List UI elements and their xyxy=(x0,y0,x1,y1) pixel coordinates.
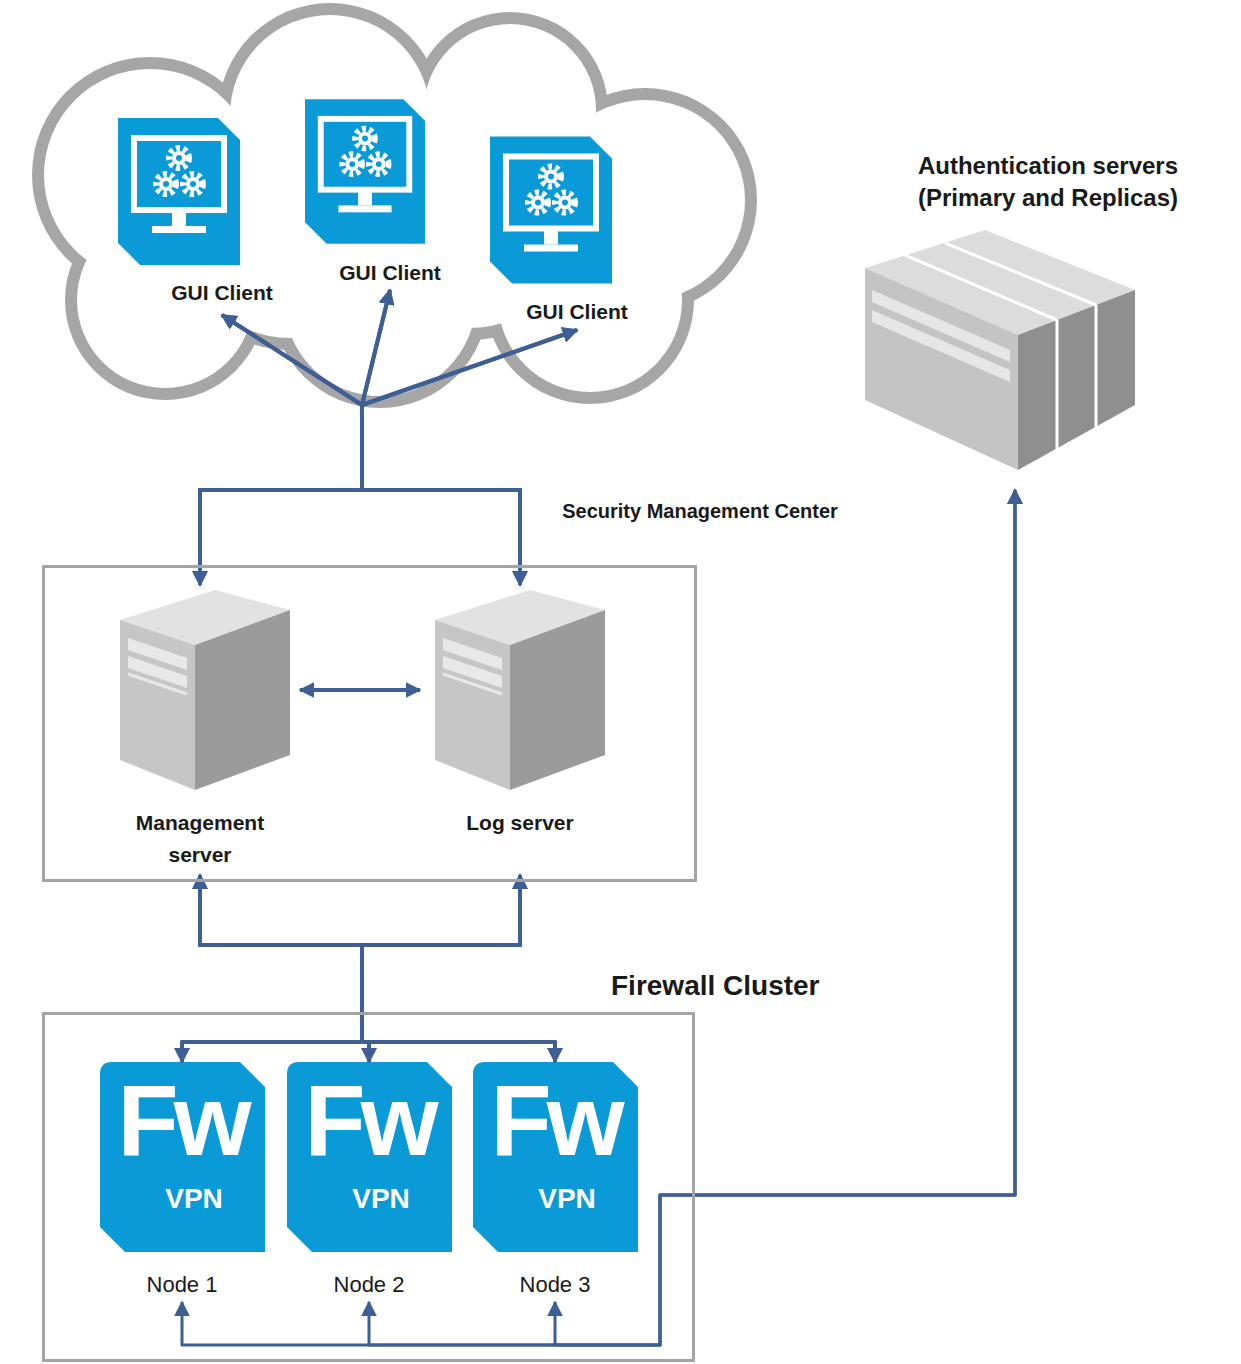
server-tower xyxy=(435,590,605,790)
node-label: Node 2 xyxy=(284,1272,454,1298)
management-server: Management server xyxy=(100,585,300,875)
connector xyxy=(182,490,1015,1345)
connector xyxy=(362,290,520,585)
gui-client-box: GUI Client xyxy=(120,115,324,315)
firewall-node: FwVPNNode 3 xyxy=(470,1062,640,1302)
connector xyxy=(362,330,577,585)
node-label: Firewall Cluster xyxy=(611,969,931,1003)
gui-client-box: GUI Client xyxy=(477,132,677,330)
gui-icon xyxy=(118,118,240,265)
firewall-node: FwVPNNode 2 xyxy=(284,1062,454,1302)
connector xyxy=(369,490,1015,1345)
connector xyxy=(200,330,577,585)
logo-text: Fw xyxy=(470,1070,640,1170)
server-rack xyxy=(865,230,1135,470)
node-label: VPN xyxy=(296,1184,466,1215)
node-label: Node 1 xyxy=(97,1272,267,1298)
log-server: Log server xyxy=(420,585,620,875)
connector xyxy=(200,315,362,585)
gui-client-box: GUI Client xyxy=(290,95,490,290)
connector xyxy=(362,875,555,1062)
connector xyxy=(300,688,420,692)
connector xyxy=(200,875,369,1062)
node-label: VPN xyxy=(482,1184,652,1215)
logo-text: Fw xyxy=(284,1070,454,1170)
logo-text: Fw xyxy=(97,1070,267,1170)
connector xyxy=(182,875,520,1062)
node-label: VPN xyxy=(109,1184,279,1215)
node-label: GUI Client xyxy=(477,299,677,324)
connector xyxy=(222,315,520,585)
gui-icon xyxy=(490,137,612,284)
cloud xyxy=(32,3,757,408)
firewall-node: FwVPNNode 1 xyxy=(97,1062,267,1302)
node-label: Node 3 xyxy=(470,1272,640,1298)
node-label: Management server xyxy=(110,807,290,870)
auth-servers: Authentication servers (Primary and Repl… xyxy=(878,150,1218,490)
node-label: GUI Client xyxy=(120,280,324,305)
node-label: Authentication servers (Primary and Repl… xyxy=(878,150,1218,215)
node-label: Log server xyxy=(430,807,610,839)
connector xyxy=(555,490,1015,1345)
management-center-box: Security Management CenterManagement ser… xyxy=(42,565,697,882)
node-label: Security Management Center xyxy=(560,496,840,527)
node-label: GUI Client xyxy=(290,260,490,285)
connector xyxy=(362,875,520,1062)
firewall-cluster-box: Firewall ClusterFwVPNNode 1FwVPNNode 2Fw… xyxy=(42,1012,695,1362)
gui-icon xyxy=(305,99,425,244)
connector xyxy=(200,875,555,1062)
server-tower xyxy=(120,590,290,790)
connector xyxy=(182,875,362,1062)
